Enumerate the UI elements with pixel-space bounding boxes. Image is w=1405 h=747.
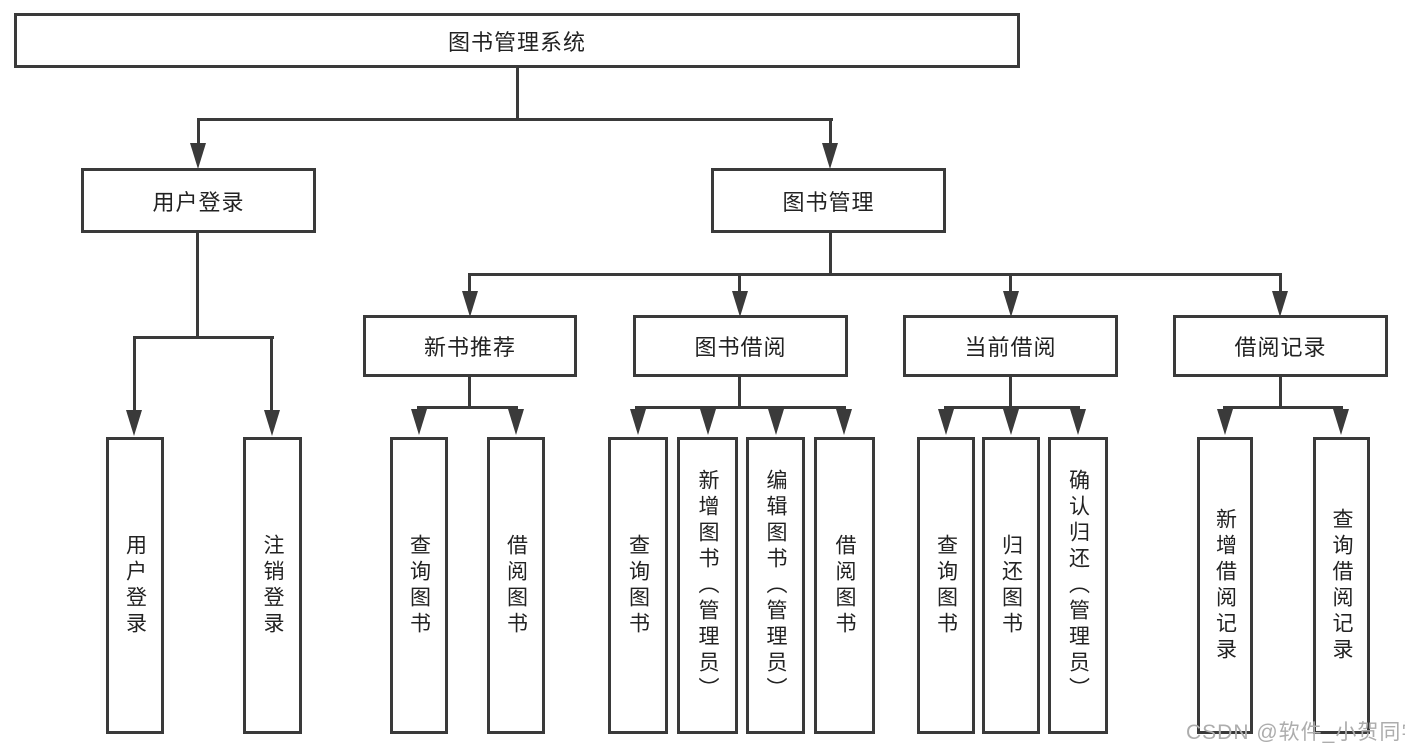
arrow-down-icon (836, 409, 852, 435)
leaf-label: 借阅图书 (833, 533, 856, 638)
node-new-book-recommend-label: 新书推荐 (423, 335, 516, 360)
leaf-query-books-borrow: 查询图书 (608, 437, 668, 734)
leaf-label: 查询图书 (626, 533, 650, 638)
arrow-down-icon (1333, 409, 1349, 435)
connector-currentborrow-stem (1009, 377, 1012, 409)
connector-level3-drop2 (738, 275, 741, 293)
node-book-management: 图书管理 (711, 168, 946, 233)
arrow-down-icon (508, 409, 524, 435)
arrow-down-icon (732, 291, 748, 317)
node-current-borrow: 当前借阅 (903, 315, 1118, 377)
connector-bookborrow-stem (738, 377, 741, 409)
leaf-borrow-books: 借阅图书 (814, 437, 875, 734)
connector-bookborrow-hline (635, 406, 846, 409)
leaf-edit-books-admin: 编辑图书（管理员） (746, 437, 805, 734)
connector-userlogin-stem (196, 232, 199, 339)
node-book-borrow-label: 图书借阅 (694, 335, 787, 360)
connector-level3-drop4 (1279, 275, 1282, 293)
connector-borrowrecords-hline (1223, 406, 1343, 409)
arrow-down-icon (1272, 291, 1288, 317)
node-root-label: 图书管理系统 (447, 29, 586, 55)
connector-level3-drop1 (468, 275, 471, 293)
leaf-query-books-current: 查询图书 (917, 437, 975, 734)
leaf-query-borrow-record: 查询借阅记录 (1313, 437, 1370, 734)
leaf-label: 查询借阅记录 (1330, 507, 1353, 664)
connector-newbook-hline (417, 406, 518, 409)
connector-bookmgmt-stem (829, 232, 832, 276)
leaf-label: 查询图书 (934, 533, 958, 638)
node-book-borrow: 图书借阅 (633, 315, 848, 377)
leaf-label: 用户登录 (123, 533, 147, 638)
arrow-down-icon (1217, 409, 1233, 435)
connector-userlogin-drop1 (133, 338, 136, 412)
node-user-login: 用户登录 (81, 168, 316, 233)
leaf-logout: 注销登录 (243, 437, 302, 734)
leaf-borrow-books-recommend: 借阅图书 (487, 437, 545, 734)
leaf-label: 注销登录 (261, 533, 284, 638)
leaf-label: 新增借阅记录 (1213, 507, 1237, 664)
arrow-down-icon (264, 410, 280, 436)
arrow-down-icon (700, 409, 716, 435)
leaf-return-books: 归还图书 (982, 437, 1040, 734)
connector-borrowrecords-stem (1279, 377, 1282, 409)
connector-level2-stem-right (829, 120, 832, 146)
connector-userlogin-drop2 (270, 338, 273, 412)
arrow-down-icon (1003, 291, 1019, 317)
connector-currentborrow-hline (944, 406, 1080, 409)
leaf-label: 编辑图书（管理员） (764, 468, 787, 703)
node-borrow-records-label: 借阅记录 (1234, 335, 1327, 360)
connector-level2-hline (197, 118, 833, 121)
connector-level3-drop3 (1009, 275, 1012, 293)
leaf-add-borrow-record: 新增借阅记录 (1197, 437, 1253, 734)
arrow-down-icon (411, 409, 427, 435)
arrow-down-icon (630, 409, 646, 435)
csdn-watermark: CSDN @软件_小贺同学 (1186, 721, 1405, 744)
arrow-down-icon (190, 143, 206, 169)
connector-userlogin-hline (133, 336, 274, 339)
connector-newbook-stem (468, 377, 471, 409)
node-current-borrow-label: 当前借阅 (964, 335, 1057, 360)
node-new-book-recommend: 新书推荐 (363, 315, 577, 377)
connector-root-stem (516, 67, 519, 120)
arrow-down-icon (1003, 409, 1019, 435)
leaf-query-books-recommend: 查询图书 (390, 437, 448, 734)
leaf-label: 查询图书 (407, 533, 431, 638)
leaf-label: 确认归还（管理员） (1066, 468, 1090, 703)
node-user-login-label: 用户登录 (152, 189, 245, 215)
arrow-down-icon (462, 291, 478, 317)
leaf-label: 新增图书（管理员） (696, 468, 719, 703)
node-book-management-label: 图书管理 (782, 189, 875, 215)
leaf-add-books-admin: 新增图书（管理员） (677, 437, 738, 734)
arrow-down-icon (938, 409, 954, 435)
node-root: 图书管理系统 (14, 13, 1020, 68)
arrow-down-icon (126, 410, 142, 436)
leaf-label: 借阅图书 (504, 533, 528, 638)
arrow-down-icon (768, 409, 784, 435)
node-borrow-records: 借阅记录 (1173, 315, 1388, 377)
arrow-down-icon (822, 143, 838, 169)
leaf-label: 归还图书 (999, 533, 1023, 638)
connector-level2-stem-left (197, 120, 200, 146)
arrow-down-icon (1070, 409, 1086, 435)
leaf-confirm-return-admin: 确认归还（管理员） (1048, 437, 1108, 734)
leaf-user-login: 用户登录 (106, 437, 164, 734)
connector-level3-hline (468, 273, 1282, 276)
